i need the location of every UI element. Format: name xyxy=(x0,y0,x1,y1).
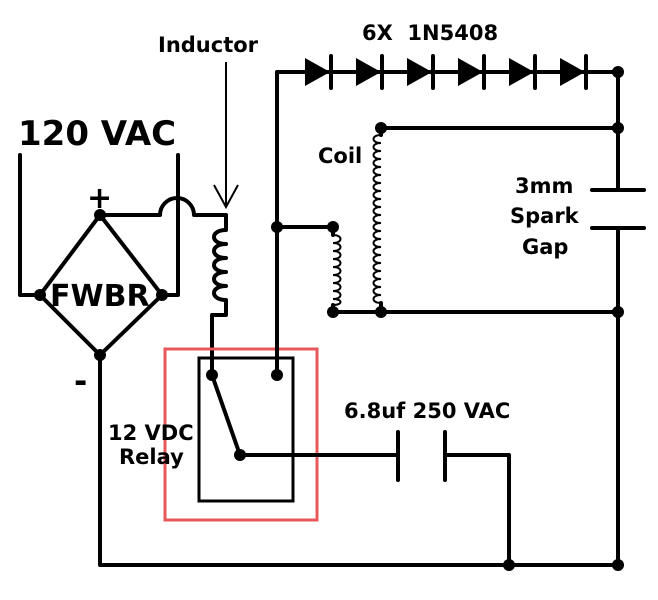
plus-label: + xyxy=(87,181,112,216)
coil-primary xyxy=(275,225,383,314)
diodes-label: 6X 1N5408 xyxy=(362,21,498,45)
relay-body xyxy=(197,356,295,503)
relay-to-top-rail-wire xyxy=(275,70,307,377)
capacitor xyxy=(238,430,511,567)
bridge-label: FWBR xyxy=(50,279,150,314)
coil-label: Coil xyxy=(318,144,362,168)
spark-gap-label-3: Gap xyxy=(522,235,568,259)
spark-gap xyxy=(590,70,646,567)
diode-chain xyxy=(303,54,620,90)
bottom-rail-wire xyxy=(98,353,620,567)
ac-source-leads xyxy=(18,153,180,297)
source-label: 120 VAC xyxy=(18,114,176,154)
junction-dots xyxy=(271,66,624,571)
spark-gap-label-2: Spark xyxy=(510,204,580,228)
highlight-box xyxy=(163,347,319,522)
relay-label-1: 12 VDC xyxy=(108,421,194,445)
coil-secondary xyxy=(372,126,620,314)
inductor-label: Inductor xyxy=(158,33,259,57)
minus-label: - xyxy=(74,362,87,400)
capacitor-label: 6.8uf 250 VAC xyxy=(344,399,510,423)
inductor-arrow xyxy=(213,62,239,210)
relay-label-2: Relay xyxy=(119,445,184,469)
spark-gap-label-1: 3mm xyxy=(515,174,573,198)
relay-switch-arm xyxy=(210,373,242,457)
positive-rail-wire xyxy=(98,196,228,217)
inductor-symbol xyxy=(210,213,228,377)
